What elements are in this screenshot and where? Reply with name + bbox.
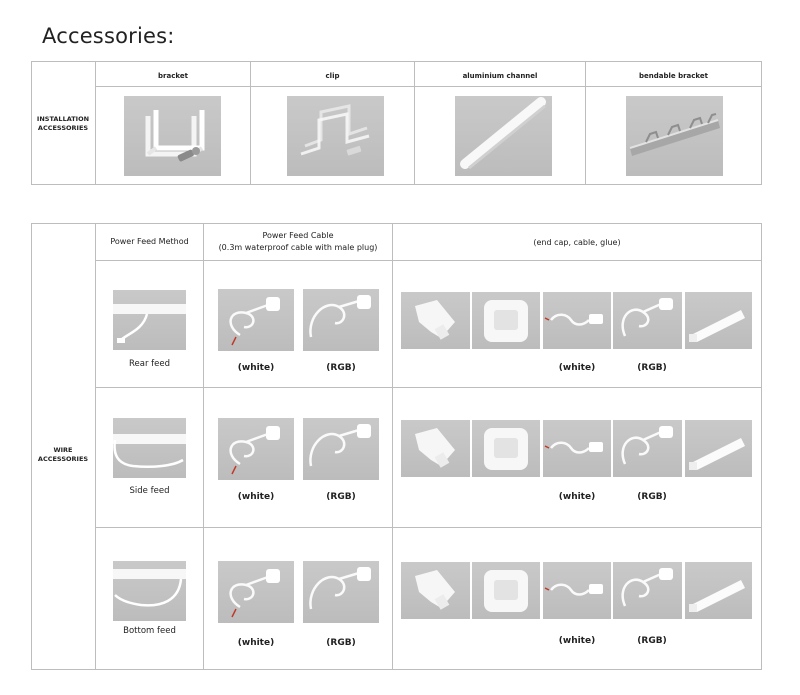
aluminium-channel-image xyxy=(455,96,552,176)
cable-rgb-caption: (RGB) xyxy=(326,492,356,502)
glue-tube-image xyxy=(685,562,752,619)
glue-tube-image xyxy=(685,292,752,349)
cable-rgb-caption: (RGB) xyxy=(326,638,356,648)
end-cap-image xyxy=(401,562,470,619)
cable-white-image xyxy=(543,420,611,477)
cable-rgb-image xyxy=(613,292,682,349)
cable-white-image xyxy=(543,292,611,349)
column-header-bendable-bracket: bendable bracket xyxy=(639,72,708,80)
cable-white-image xyxy=(543,562,611,619)
bendable-bracket-image xyxy=(626,96,723,176)
side-feed-label: Side feed xyxy=(129,486,170,496)
end-cable-rgb-caption: (RGB) xyxy=(637,363,667,373)
rear-feed-image xyxy=(113,290,186,350)
end-cable-white-caption: (white) xyxy=(558,363,596,373)
glue-tube-image xyxy=(685,420,752,477)
end-cable-white-caption: (white) xyxy=(558,492,596,502)
header-power-feed-cable: Power Feed Cable xyxy=(262,231,334,240)
header-power-feed-method: Power Feed Method xyxy=(110,237,189,246)
clip-image xyxy=(287,96,384,176)
bottom-feed-label: Bottom feed xyxy=(123,626,176,636)
bottom-feed-image xyxy=(113,561,186,621)
bracket-image xyxy=(124,96,221,176)
cable-rgb-caption: (RGB) xyxy=(326,363,356,373)
end-cap-square-image xyxy=(472,292,540,349)
end-cable-white-caption: (white) xyxy=(558,636,596,646)
cable-rgb-image xyxy=(303,418,379,480)
rear-feed-label: Rear feed xyxy=(128,359,170,369)
end-cable-rgb-caption: (RGB) xyxy=(637,492,667,502)
cable-rgb-image xyxy=(613,562,682,619)
column-header-bracket: bracket xyxy=(158,72,188,80)
installation-label: INSTALLATION ACCESSORIES xyxy=(36,115,90,132)
header-end-cap-cable-glue: (end cap, cable, glue) xyxy=(533,238,621,247)
end-cap-square-image xyxy=(472,562,540,619)
cable-white-caption: (white) xyxy=(237,638,275,648)
end-cap-image xyxy=(401,292,470,349)
side-feed-image xyxy=(113,418,186,478)
column-header-aluminium-channel: aluminium channel xyxy=(462,72,538,80)
cable-white-caption: (white) xyxy=(237,492,275,502)
header-power-feed-cable-detail: (0.3m waterproof cable with male plug) xyxy=(218,243,378,252)
wire-label: WIRE ACCESSORIES xyxy=(37,446,89,463)
end-cap-square-image xyxy=(472,420,540,477)
column-header-clip: clip xyxy=(325,72,340,80)
end-cap-image xyxy=(401,420,470,477)
cable-rgb-image xyxy=(303,289,379,351)
cable-white-image xyxy=(218,289,294,351)
cable-white-image xyxy=(218,561,294,623)
end-cable-rgb-caption: (RGB) xyxy=(637,636,667,646)
cable-rgb-image xyxy=(613,420,682,477)
cable-white-image xyxy=(218,418,294,480)
cable-white-caption: (white) xyxy=(237,363,275,373)
cable-rgb-image xyxy=(303,561,379,623)
page-title: Accessories: xyxy=(42,24,175,48)
